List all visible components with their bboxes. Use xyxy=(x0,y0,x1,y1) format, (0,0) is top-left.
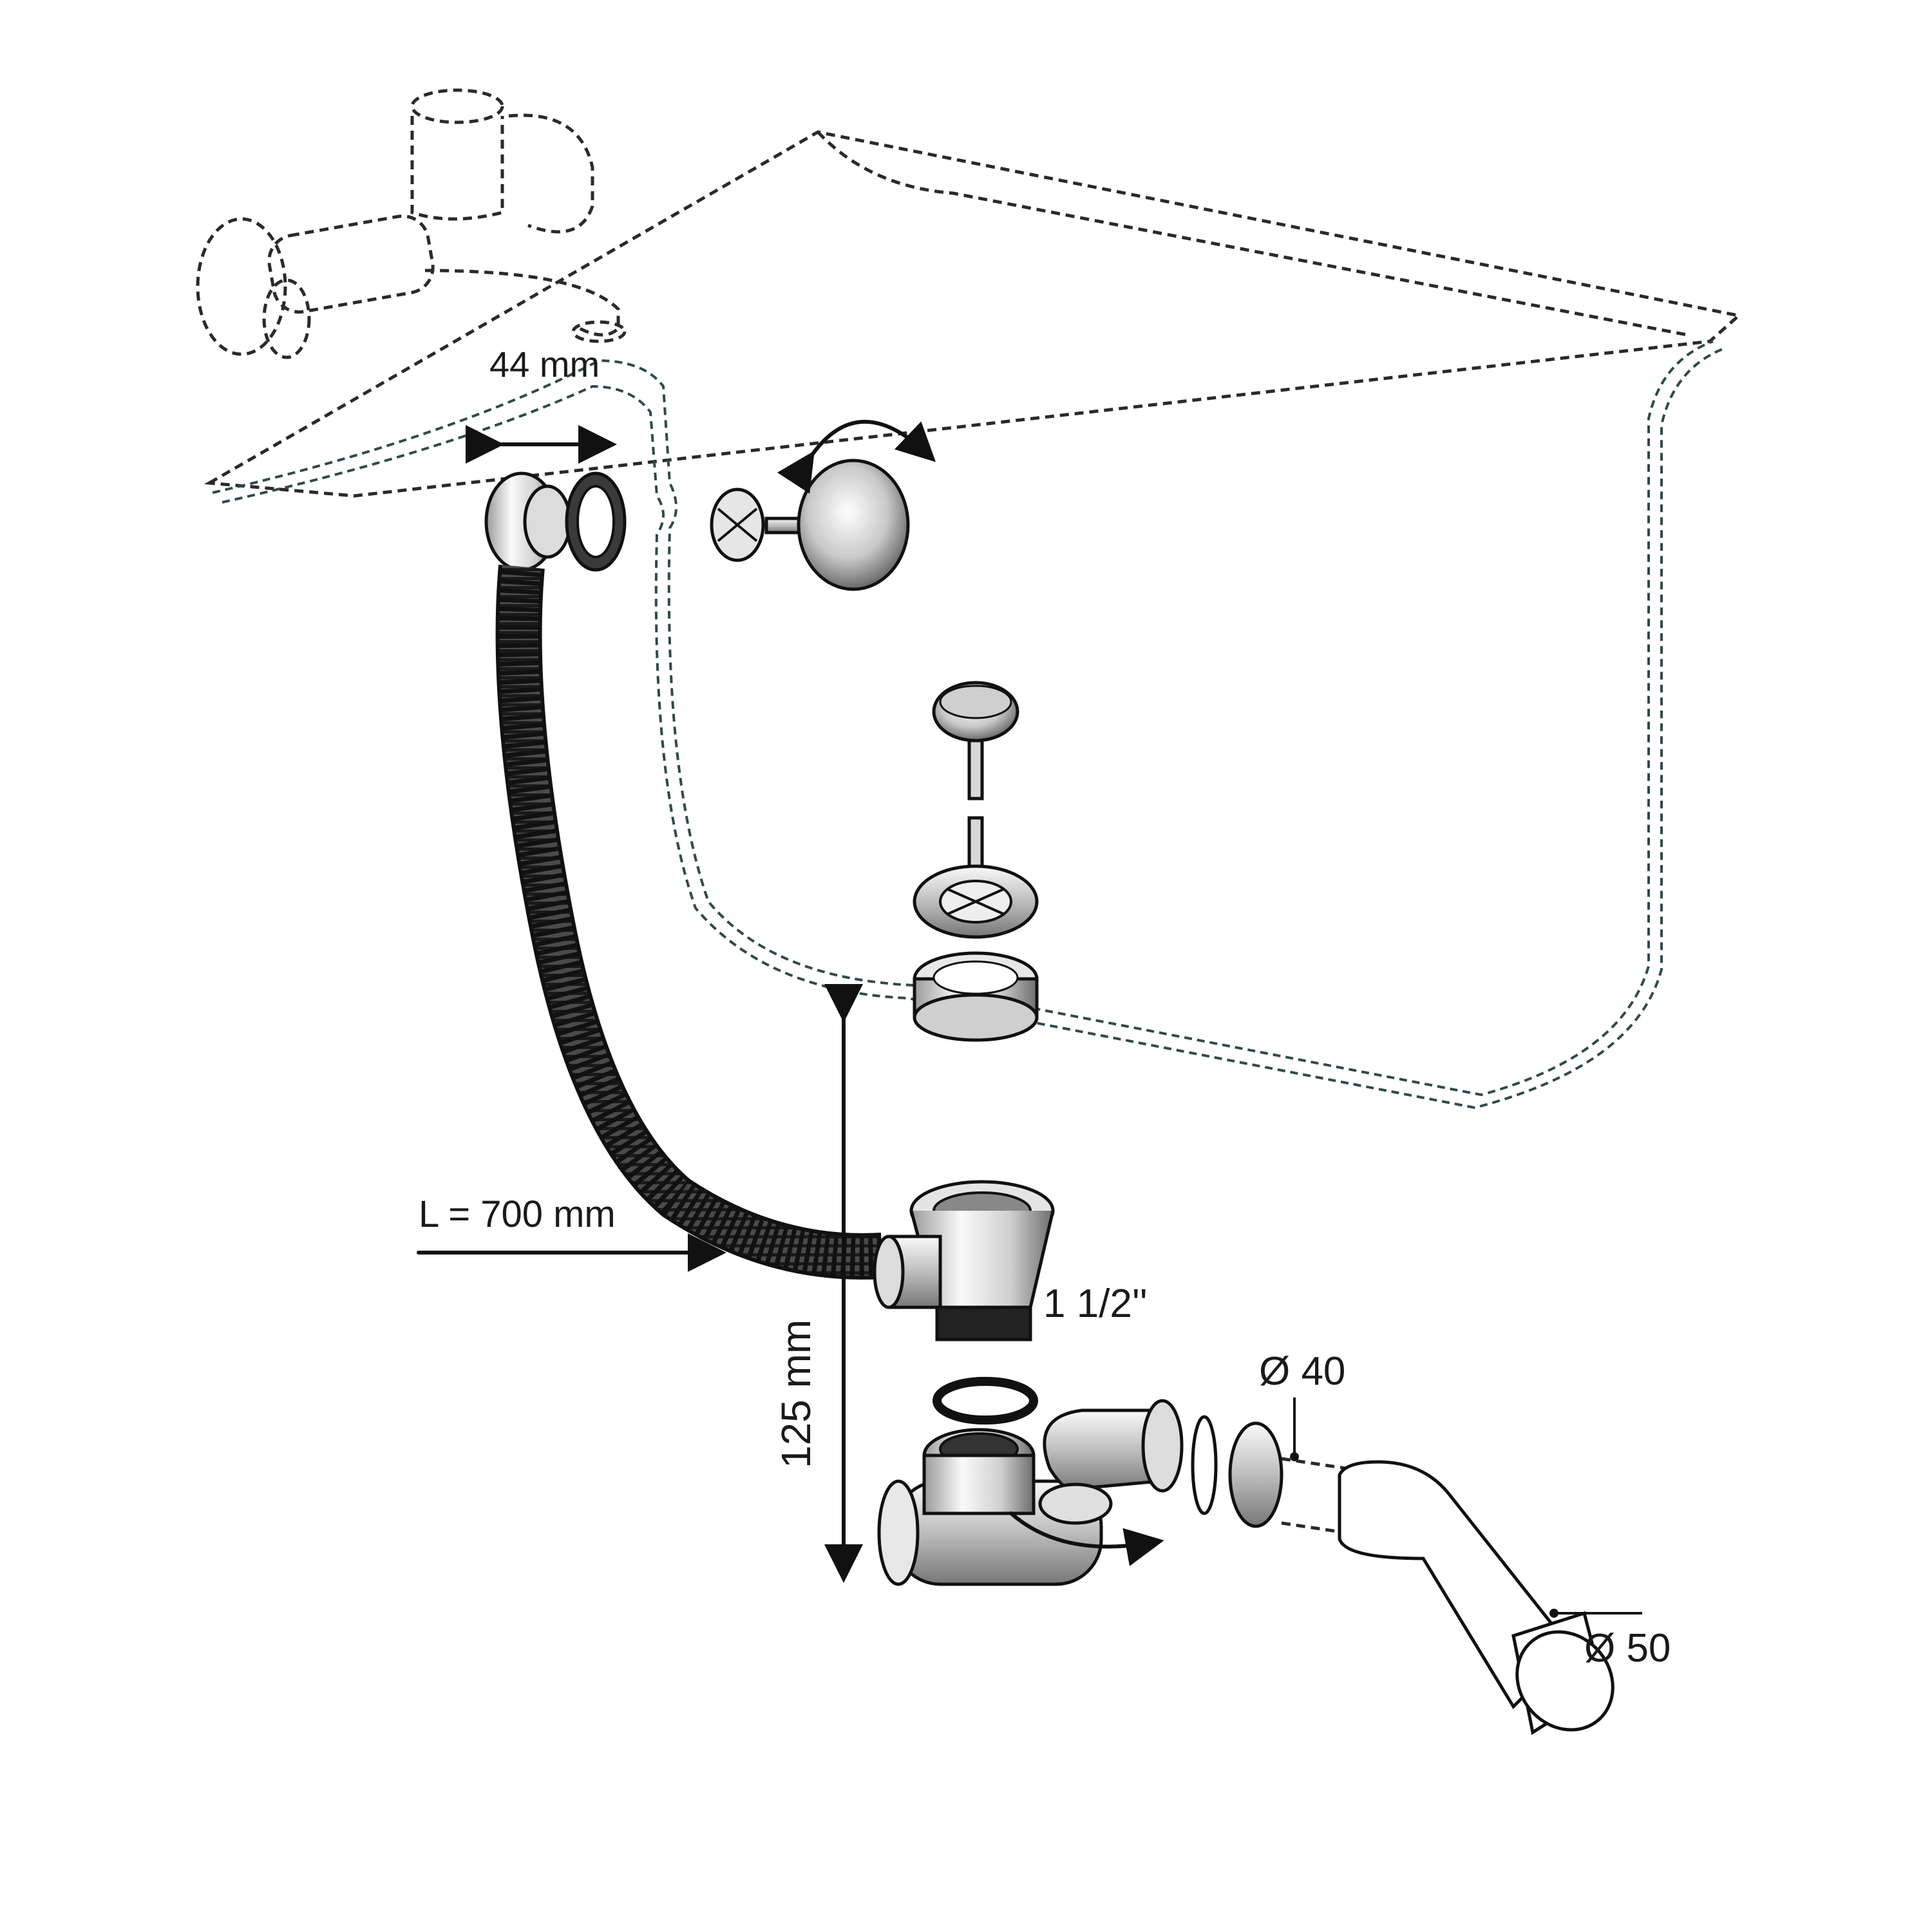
thread-size-label: 1 1/2'' xyxy=(1043,1282,1148,1326)
diameter-50-label: Ø 50 xyxy=(1584,1626,1671,1671)
overflow-assembly xyxy=(484,459,910,591)
overflow-width-label: 44 mm xyxy=(489,344,600,384)
o-ring-seal xyxy=(933,1377,1038,1425)
rotate-arrow-icon xyxy=(777,420,936,494)
bottle-trap xyxy=(877,1399,1283,1586)
diameter-50-dot xyxy=(1549,1609,1558,1618)
height-label: 125 mm xyxy=(773,1320,819,1468)
diameter-40-dot xyxy=(1290,1452,1299,1461)
diameter-40-label: Ø 40 xyxy=(1259,1349,1345,1394)
bath-tap-outline xyxy=(196,88,627,359)
waste-drain-body xyxy=(873,1180,1055,1341)
flexible-hose xyxy=(495,564,884,1280)
bathtub-outline xyxy=(204,130,1743,1110)
outlet-elbow-pipe xyxy=(1281,1457,1615,1736)
hose-length-label: L = 700 mm xyxy=(419,1193,616,1235)
trap-rotate-arrow-icon xyxy=(1009,1511,1164,1566)
drain-plug-parts xyxy=(913,681,1039,1042)
